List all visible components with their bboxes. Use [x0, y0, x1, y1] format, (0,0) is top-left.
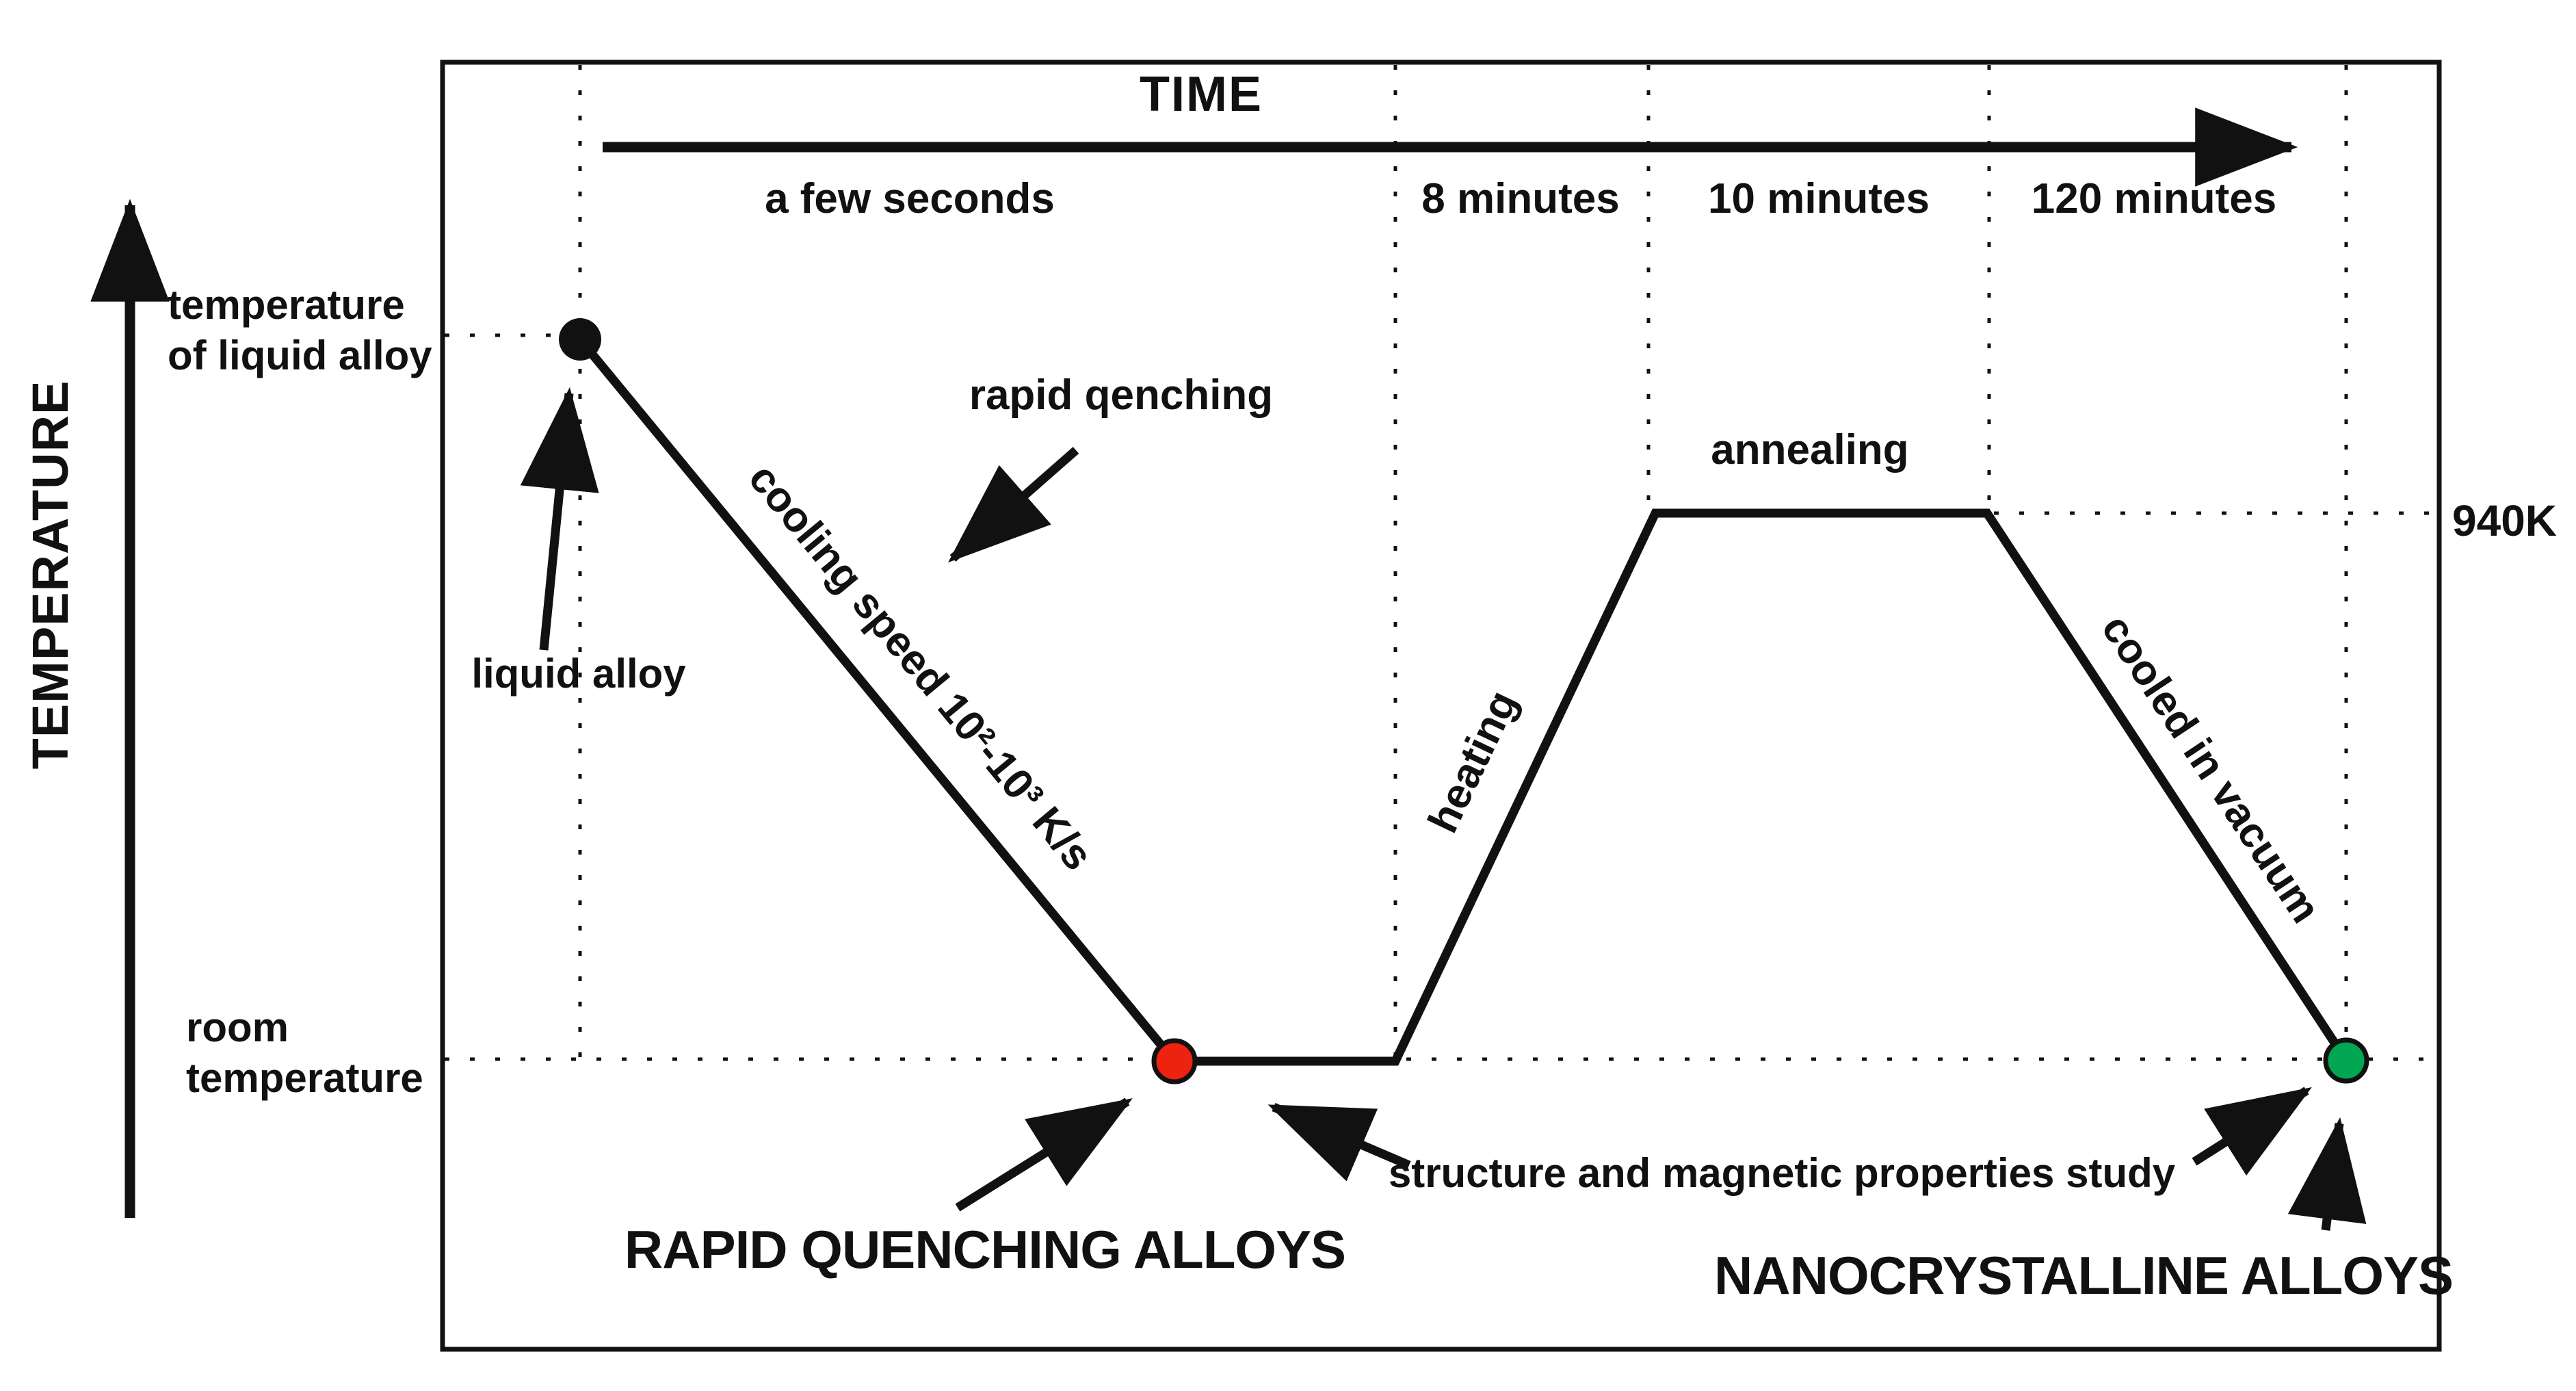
nanocrystalline-alloys-label: NANOCRYSTALLINE ALLOYS: [1714, 1245, 2453, 1305]
liquid-alloy-point: [559, 318, 601, 361]
arrow-nano-diagonal: [2192, 1087, 2312, 1176]
structure-study-label: structure and magnetic properties study: [1389, 1150, 2176, 1196]
liquid-temp-label-line1: temperature: [168, 282, 405, 328]
cooled-in-vacuum-label: cooled in vacuum: [2092, 606, 2330, 931]
anneal-temp-label: 940K: [2452, 496, 2557, 545]
duration-label-annealing: 10 minutes: [1708, 175, 1930, 222]
rapid-quenching-label: rapid qenching: [969, 372, 1273, 419]
cooling-speed-label: cooling speed 10²-10³ K/s: [739, 455, 1102, 879]
room-temp-label-line2: temperature: [186, 1055, 423, 1101]
duration-label-cooling: 120 minutes: [2032, 175, 2276, 222]
arrow-nano-vertical: [2287, 1117, 2367, 1231]
liquid-alloy-label: liquid alloy: [471, 651, 686, 697]
annealing-label: annealing: [1711, 426, 1908, 473]
duration-label-quench: a few seconds: [765, 175, 1055, 222]
arrow-liquid-alloy: [520, 387, 599, 651]
arrow-rapid-alloys: [955, 1097, 1133, 1212]
x-axis-label: TIME: [1140, 67, 1263, 122]
rapid-quenching-alloys-label: RAPID QUENCHING ALLOYS: [625, 1219, 1345, 1279]
temperature-profile-line: [576, 336, 2350, 1066]
nanocrystalline-point: [2323, 1037, 2369, 1084]
plot-border: [440, 60, 2442, 1352]
arrow-rapid-quenching: [948, 447, 1079, 563]
arrow-structure-study: [1267, 1103, 1411, 1182]
duration-label-heating: 8 minutes: [1421, 175, 1619, 222]
y-axis-label: TEMPERATURE: [22, 380, 79, 770]
room-temp-label-line1: room: [186, 1004, 289, 1050]
quenched-alloy-point: [1151, 1038, 1198, 1084]
liquid-temp-label-line2: of liquid alloy: [168, 333, 432, 378]
